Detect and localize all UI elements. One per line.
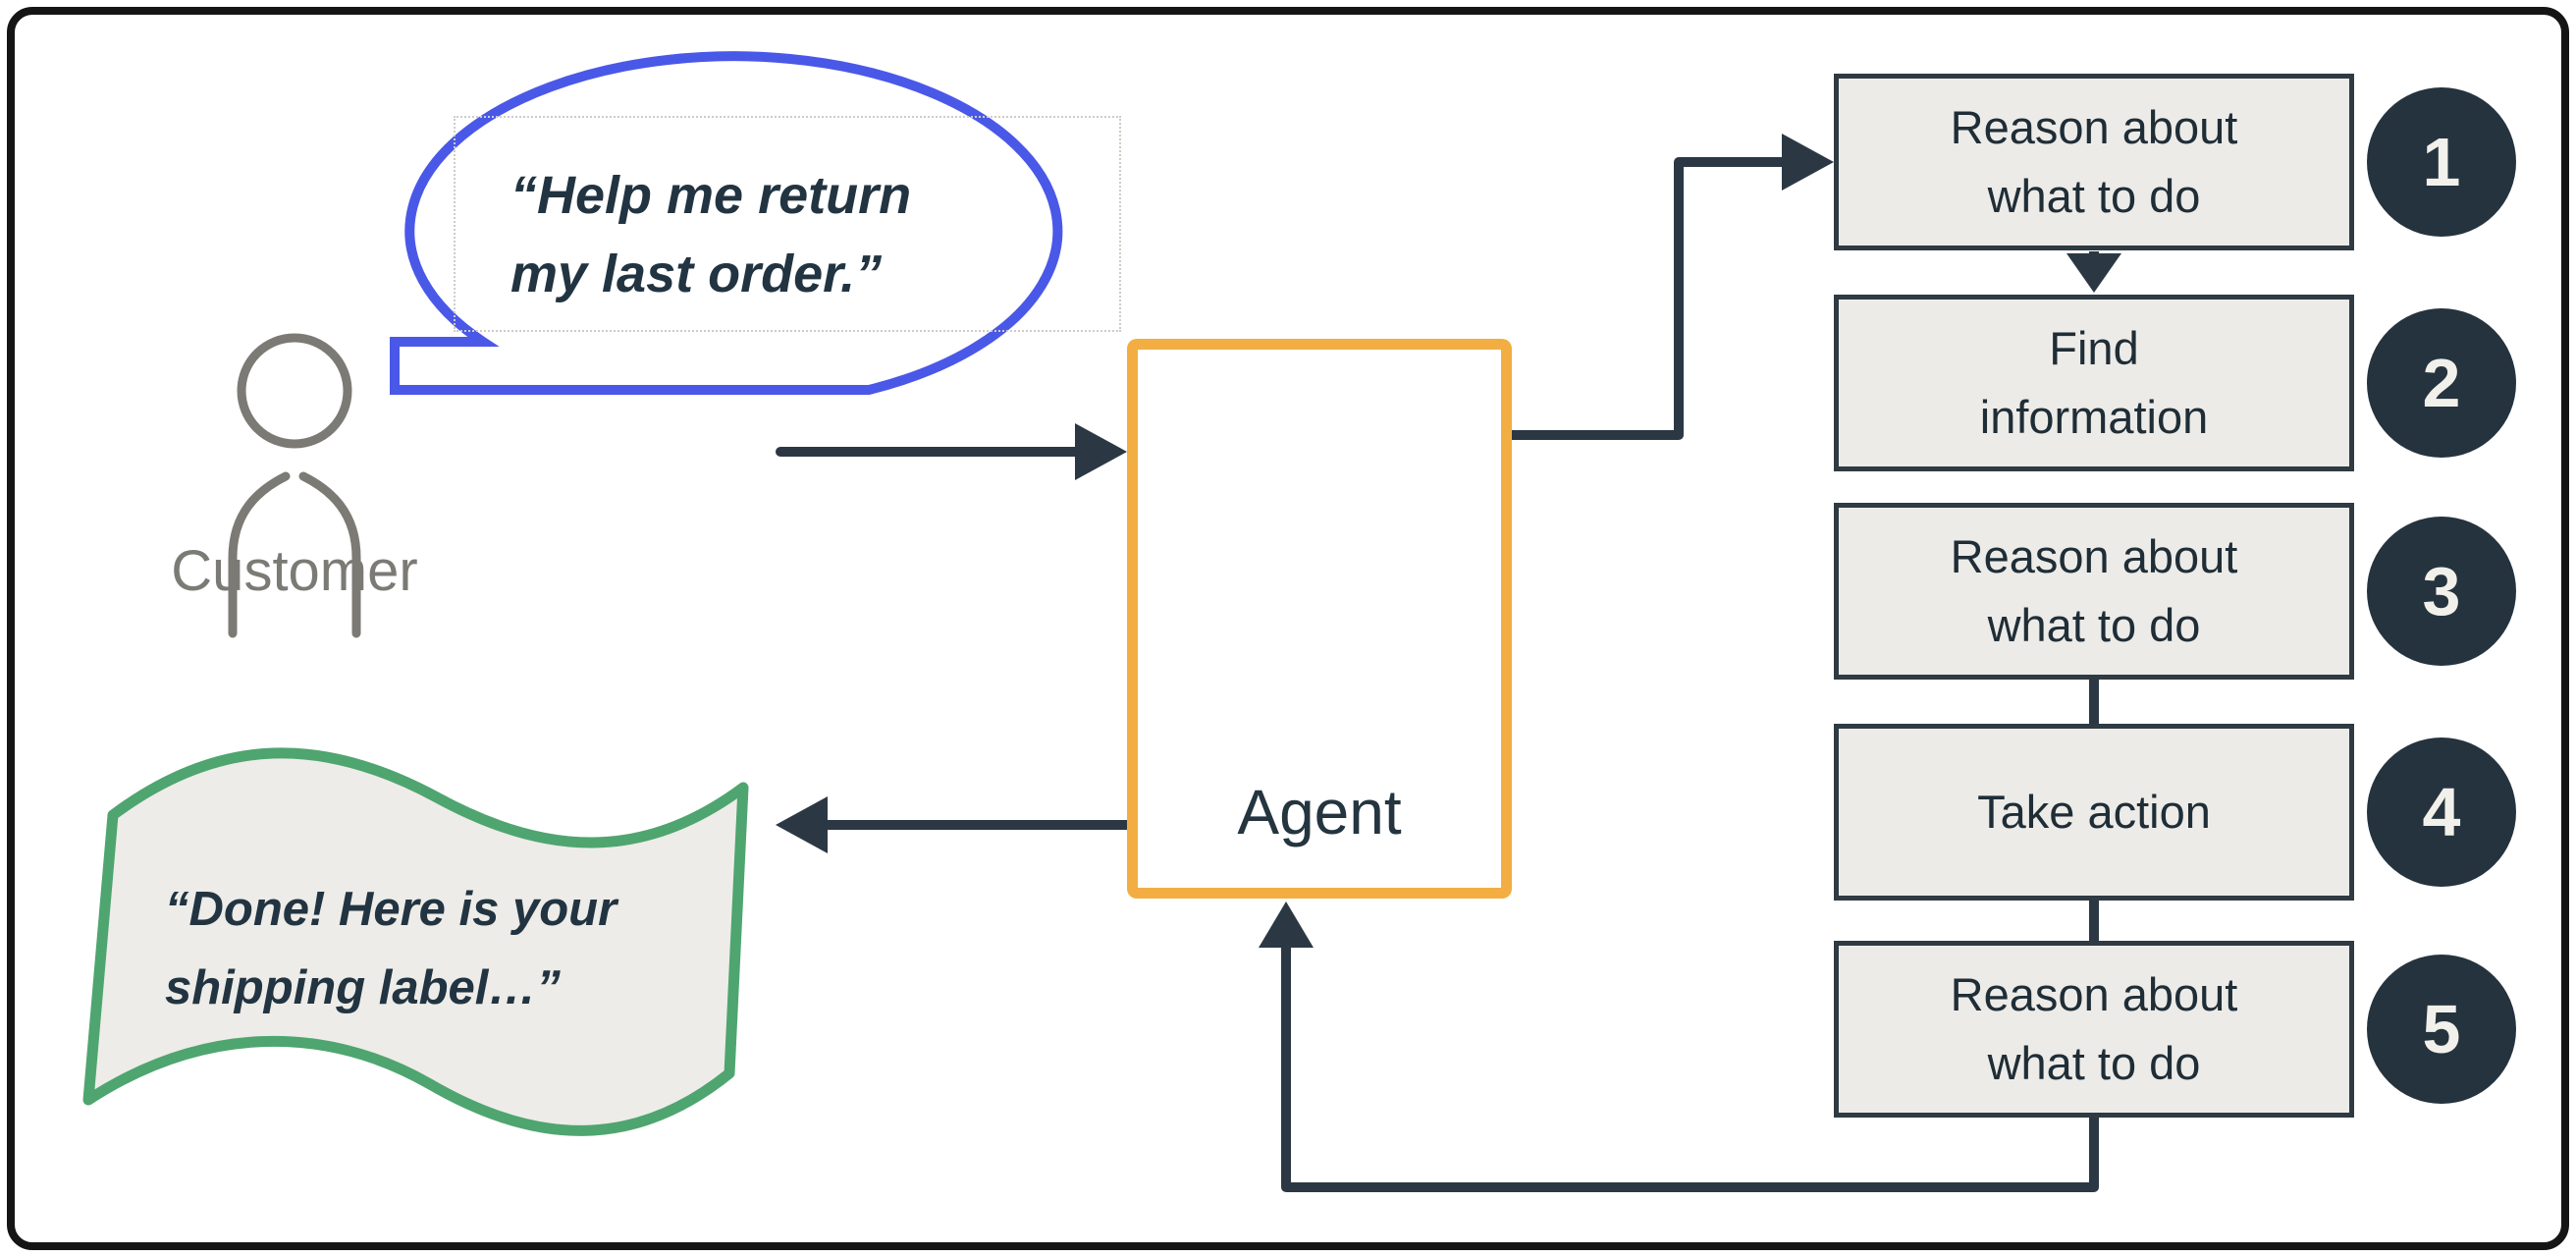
step-1-line1: Reason about bbox=[1950, 101, 2238, 153]
step-number-badge-4: 4 bbox=[2367, 738, 2516, 887]
loop-connector bbox=[1259, 902, 2099, 1192]
step-5-line1: Reason about bbox=[1950, 968, 2238, 1020]
step-box-1: Reason about what to do bbox=[1834, 74, 2354, 250]
response-arrow bbox=[776, 796, 1132, 853]
step-3-line1: Reason about bbox=[1950, 530, 2238, 582]
step-box-5: Reason about what to do bbox=[1834, 941, 2354, 1118]
shipping-flag bbox=[82, 747, 749, 1136]
step-number-badge-1: 1 bbox=[2367, 87, 2516, 237]
agent-label: Agent bbox=[1237, 777, 1402, 847]
step-box-4: Take action bbox=[1834, 724, 2354, 901]
agent-to-step1-connector bbox=[1512, 134, 1834, 440]
request-arrow bbox=[776, 423, 1127, 480]
speech-bubble-text-line1: “Help me return bbox=[510, 166, 912, 225]
agent-box bbox=[1127, 339, 1512, 899]
step-box-3: Reason about what to do bbox=[1834, 503, 2354, 680]
customer-label: Customer bbox=[171, 539, 418, 603]
step1-to-step2-arrow bbox=[2066, 251, 2121, 293]
step-3-line2: what to do bbox=[1987, 599, 2201, 651]
step-1-line2: what to do bbox=[1987, 170, 2201, 222]
step-number-badge-2: 2 bbox=[2367, 308, 2516, 458]
step-5-line2: what to do bbox=[1987, 1037, 2201, 1089]
flag-text-line1: “Done! Here is your bbox=[165, 883, 617, 936]
step-4-line1: Take action bbox=[1977, 786, 2211, 838]
step-2-line1: Find bbox=[2049, 322, 2139, 374]
customer-icon bbox=[228, 333, 361, 638]
flag-text-line2: shipping label…” bbox=[165, 961, 561, 1014]
dotted-selection-box bbox=[454, 116, 1121, 332]
speech-bubble bbox=[390, 51, 1063, 395]
step-number-badge-5: 5 bbox=[2367, 955, 2516, 1104]
step-number-badge-3: 3 bbox=[2367, 517, 2516, 666]
step-box-2: Find information bbox=[1834, 295, 2354, 471]
speech-bubble-text-line2: my last order.” bbox=[510, 245, 883, 303]
step-2-line2: information bbox=[1979, 391, 2209, 443]
